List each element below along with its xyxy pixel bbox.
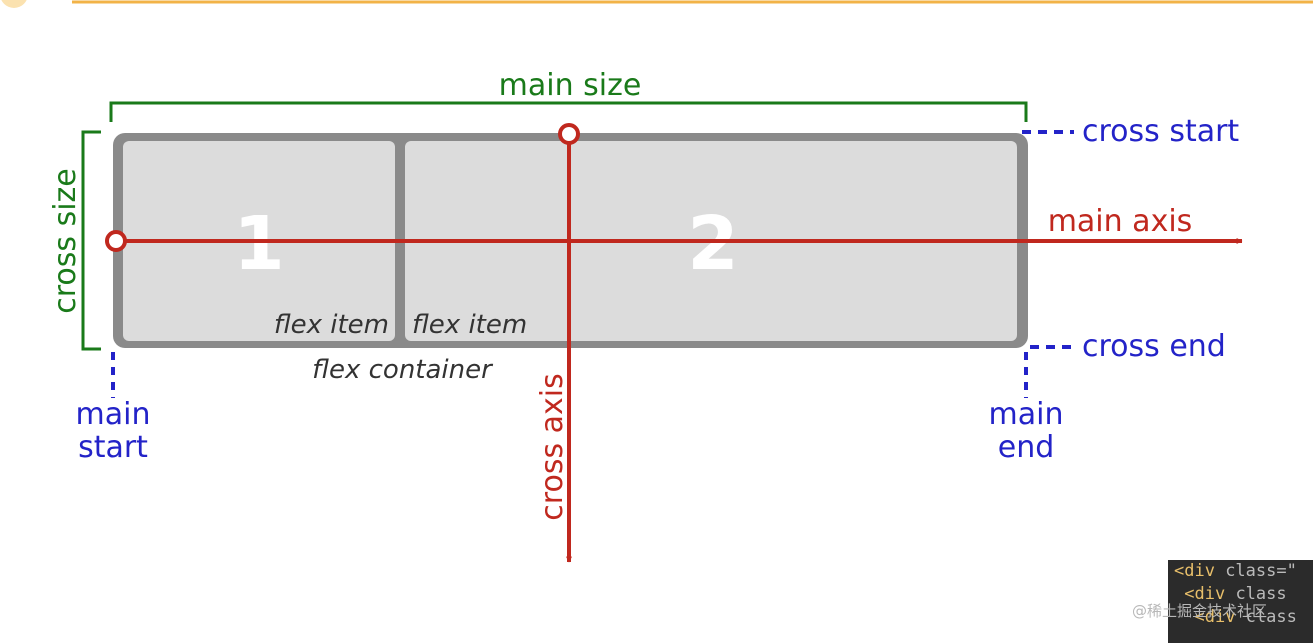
- main-end-label-line2: end: [998, 430, 1055, 465]
- cross-size-bracket: [81, 130, 101, 351]
- cross-axis-origin: [558, 123, 580, 145]
- code-line-2: <div class: [1168, 583, 1313, 606]
- flex-item-1-number: 1: [233, 201, 285, 287]
- flex-item-1-caption: flex item: [274, 310, 389, 340]
- flex-item-2-number: 2: [687, 201, 739, 287]
- main-start-label-line2: start: [78, 430, 148, 465]
- main-size-label: main size: [499, 68, 642, 103]
- code-line-3: <div class: [1168, 606, 1313, 629]
- code-tag: <div: [1184, 584, 1226, 604]
- code-tag: <div: [1194, 607, 1236, 627]
- cross-start-label: cross start: [1082, 114, 1239, 149]
- cross-end-label: cross end: [1082, 329, 1226, 364]
- main-axis-origin: [105, 230, 127, 252]
- code-tag: <div: [1174, 561, 1215, 581]
- cross-size-label: cross size: [48, 168, 83, 314]
- flex-container-caption: flex container: [312, 355, 494, 385]
- flex-item-2-caption: flex item: [412, 310, 527, 340]
- code-attr: class: [1225, 584, 1287, 604]
- main-start-label-line1: main: [76, 397, 151, 432]
- code-editor-snippet: <div class=" <div class <div class: [1168, 560, 1313, 643]
- main-axis-label: main axis: [1048, 204, 1193, 239]
- code-attr: class: [1235, 607, 1297, 627]
- main-size-bracket: [109, 101, 1028, 122]
- watermark: @稀土掘金技术社区: [1132, 602, 1268, 620]
- cross-axis-label: cross axis: [535, 373, 570, 520]
- top-corner-mark: [1, 0, 27, 8]
- main-end-label-line1: main: [989, 397, 1064, 432]
- code-line-1: <div class=": [1168, 560, 1313, 583]
- code-attr: class=": [1214, 561, 1297, 581]
